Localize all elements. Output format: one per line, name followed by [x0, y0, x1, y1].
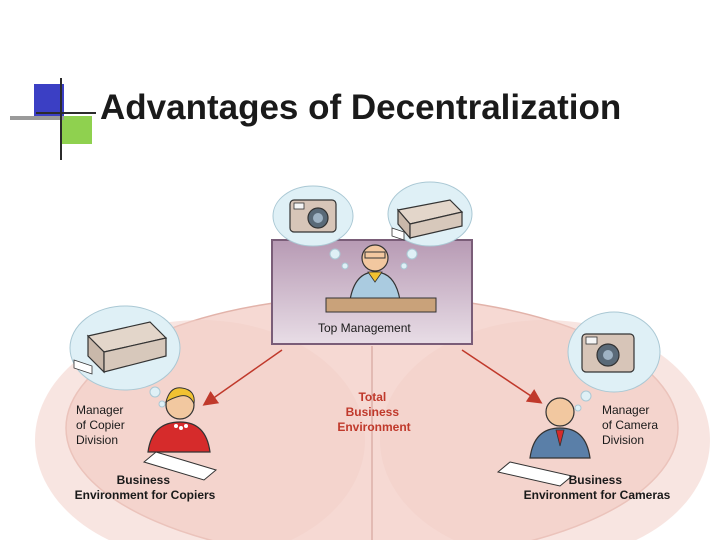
copier-icon — [391, 199, 464, 241]
copier-manager-label: Manager of Copier Division — [76, 403, 128, 447]
decor-green-square — [62, 116, 92, 144]
decor-blue-square — [34, 84, 64, 116]
camera-manager-label-line: of Camera — [602, 418, 658, 432]
decor-horizontal-line — [36, 112, 96, 114]
copier-environment-label-line: Environment for Copiers — [75, 488, 216, 502]
copier-icon — [73, 321, 168, 375]
center-label-line: Environment — [337, 420, 410, 434]
camera-manager-figure — [496, 397, 591, 487]
top-management-label: Top Management — [318, 321, 411, 335]
copier-manager-label-line: Manager — [76, 403, 123, 417]
center-label-line: Total — [358, 390, 386, 404]
decor-gray-bar — [10, 116, 64, 120]
camera-icon — [289, 199, 337, 233]
top-manager-figure — [325, 244, 437, 313]
camera-manager-label: Manager of Camera Division — [602, 403, 661, 447]
center-label-line: Business — [346, 405, 400, 419]
camera-environment-label-line: Environment for Cameras — [524, 488, 671, 502]
arrow-to-camera-division — [461, 349, 543, 404]
copier-manager-label-line: of Copier — [76, 418, 125, 432]
camera-manager-label-line: Manager — [602, 403, 649, 417]
camera-manager-label-line: Division — [602, 433, 644, 447]
camera-icon — [581, 333, 635, 373]
camera-environment-label: Business Environment for Cameras — [524, 473, 671, 502]
copier-environment-label-line: Business — [117, 473, 171, 487]
copier-manager-figure — [142, 387, 218, 481]
camera-environment-label-line: Business — [569, 473, 623, 487]
slide-title: Advantages of Decentralization — [100, 88, 622, 127]
arrow-to-copier-division — [202, 349, 283, 406]
center-label: Total Business Environment — [337, 390, 410, 434]
copier-manager-label-line: Division — [76, 433, 118, 447]
copier-environment-label: Business Environment for Copiers — [75, 473, 216, 502]
decor-vertical-line — [60, 78, 62, 160]
